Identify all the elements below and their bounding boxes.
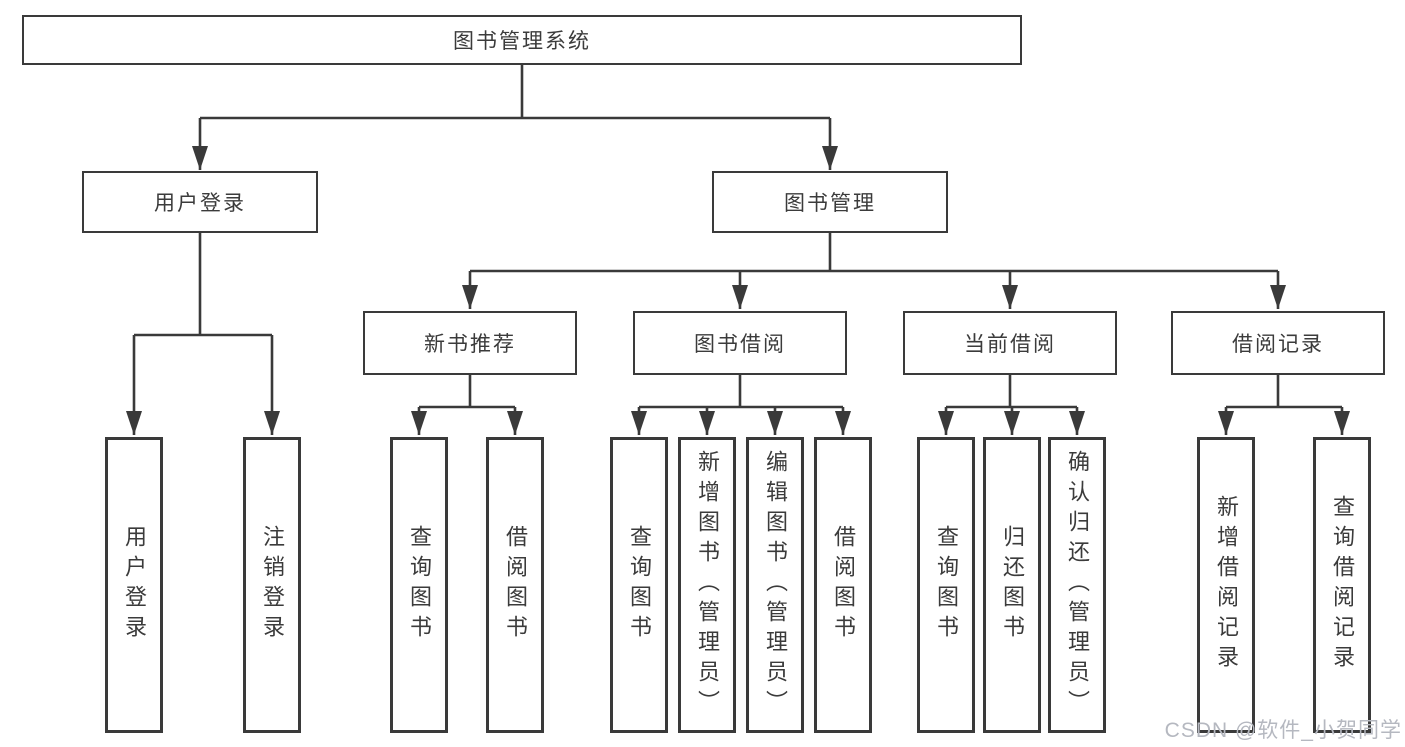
leaf-newbook-borrow-books: 借阅图书 bbox=[486, 437, 544, 733]
leaf-borrowing-edit-books-admin: 编辑图书（管理员） bbox=[746, 437, 804, 733]
node-book-management: 图书管理 bbox=[712, 171, 948, 233]
leaf-user-login: 用户登录 bbox=[105, 437, 163, 733]
leaf-current-return-books: 归还图书 bbox=[983, 437, 1041, 733]
leaf-label: 新增图书（管理员） bbox=[695, 450, 720, 720]
node-book-borrowing: 图书借阅 bbox=[633, 311, 847, 375]
leaf-borrowing-borrow-books: 借阅图书 bbox=[814, 437, 872, 733]
leaf-label: 注销登录 bbox=[260, 525, 285, 645]
leaf-label: 借阅图书 bbox=[831, 525, 856, 645]
leaf-borrowing-query-books: 查询图书 bbox=[610, 437, 668, 733]
node-current-borrowing: 当前借阅 bbox=[903, 311, 1117, 375]
node-user-login: 用户登录 bbox=[82, 171, 318, 233]
leaf-label: 新增借阅记录 bbox=[1214, 495, 1239, 675]
leaf-label: 确认归还（管理员） bbox=[1065, 450, 1090, 720]
watermark: CSDN @软件_小贺同学 bbox=[1164, 719, 1402, 742]
leaf-label: 查询图书 bbox=[934, 525, 959, 645]
leaf-records-add-borrow-record: 新增借阅记录 bbox=[1197, 437, 1255, 733]
leaf-label: 用户登录 bbox=[122, 525, 147, 645]
leaf-borrowing-add-books-admin: 新增图书（管理员） bbox=[678, 437, 736, 733]
node-borrowing-records: 借阅记录 bbox=[1171, 311, 1385, 375]
leaf-label: 借阅图书 bbox=[503, 525, 528, 645]
node-new-book-recommendation: 新书推荐 bbox=[363, 311, 577, 375]
node-library-management-system: 图书管理系统 bbox=[22, 15, 1022, 65]
leaf-newbook-query-books: 查询图书 bbox=[390, 437, 448, 733]
leaf-label: 查询图书 bbox=[627, 525, 652, 645]
leaf-label: 编辑图书（管理员） bbox=[763, 450, 788, 720]
leaf-label: 归还图书 bbox=[1000, 525, 1025, 645]
leaf-current-query-books: 查询图书 bbox=[917, 437, 975, 733]
leaf-label: 查询借阅记录 bbox=[1330, 495, 1355, 675]
leaf-logout: 注销登录 bbox=[243, 437, 301, 733]
leaf-label: 查询图书 bbox=[407, 525, 432, 645]
leaf-current-confirm-return-admin: 确认归还（管理员） bbox=[1048, 437, 1106, 733]
leaf-records-query-borrow-record: 查询借阅记录 bbox=[1313, 437, 1371, 733]
